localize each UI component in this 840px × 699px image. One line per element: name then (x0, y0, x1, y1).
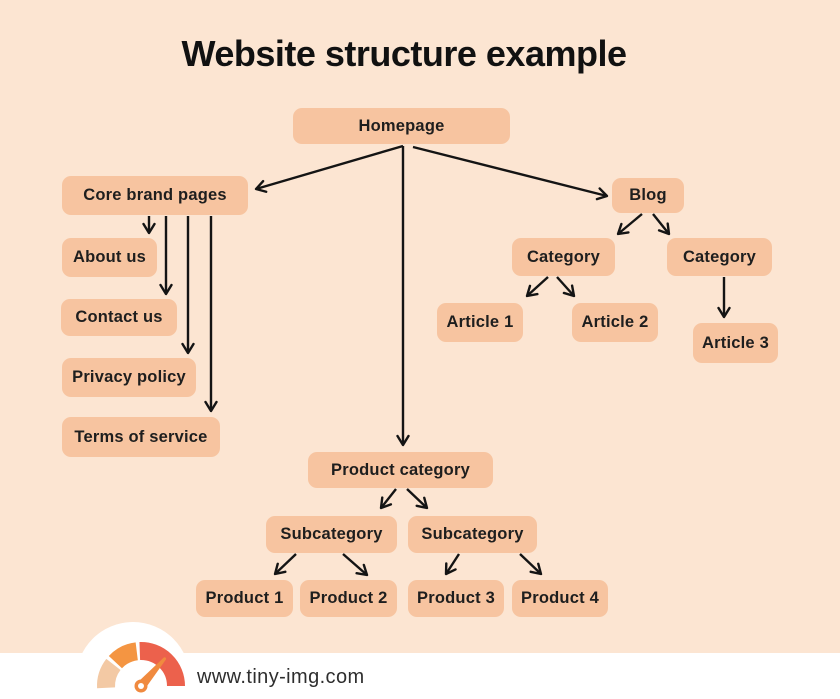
node-article-1: Article 1 (437, 303, 523, 342)
node-blog-category-1: Category (512, 238, 615, 276)
node-blog-category-2: Category (667, 238, 772, 276)
edge-category-1-article-2 (556, 276, 576, 298)
edge-subcategory-2-product-3 (444, 553, 461, 576)
node-core-brand-pages: Core brand pages (62, 176, 248, 215)
edge-category-1-article-1 (525, 276, 549, 298)
node-about-us: About us (62, 238, 157, 277)
edge-product-category-subcategory-2 (406, 488, 429, 510)
node-privacy-policy: Privacy policy (62, 358, 196, 397)
node-article-3: Article 3 (693, 323, 778, 363)
speedometer-icon (97, 642, 185, 693)
footer-url: www.tiny-img.com (197, 666, 365, 688)
edge-product-category-subcategory-1 (379, 488, 397, 510)
node-homepage: Homepage (293, 108, 510, 144)
edge-subcategory-1-product-2 (342, 553, 369, 577)
edge-homepage-blog (412, 145, 609, 201)
node-subcategory-1: Subcategory (266, 516, 397, 553)
node-product-category: Product category (308, 452, 493, 488)
edge-subcategory-2-product-4 (519, 553, 543, 576)
edge-subcategory-1-product-1 (273, 553, 297, 576)
node-product-3: Product 3 (408, 580, 504, 617)
edge-blog-category-2 (652, 213, 671, 236)
node-blog: Blog (612, 178, 684, 213)
node-product-2: Product 2 (300, 580, 397, 617)
edge-blog-category-1 (616, 213, 643, 236)
node-product-1: Product 1 (196, 580, 293, 617)
node-article-2: Article 2 (572, 303, 658, 342)
page-title: Website structure example (181, 33, 627, 74)
edge-homepage-core-brand-pages (254, 144, 404, 193)
node-subcategory-2: Subcategory (408, 516, 537, 553)
node-product-4: Product 4 (512, 580, 608, 617)
node-contact-us: Contact us (61, 299, 177, 336)
node-terms-of-service: Terms of service (62, 417, 220, 457)
